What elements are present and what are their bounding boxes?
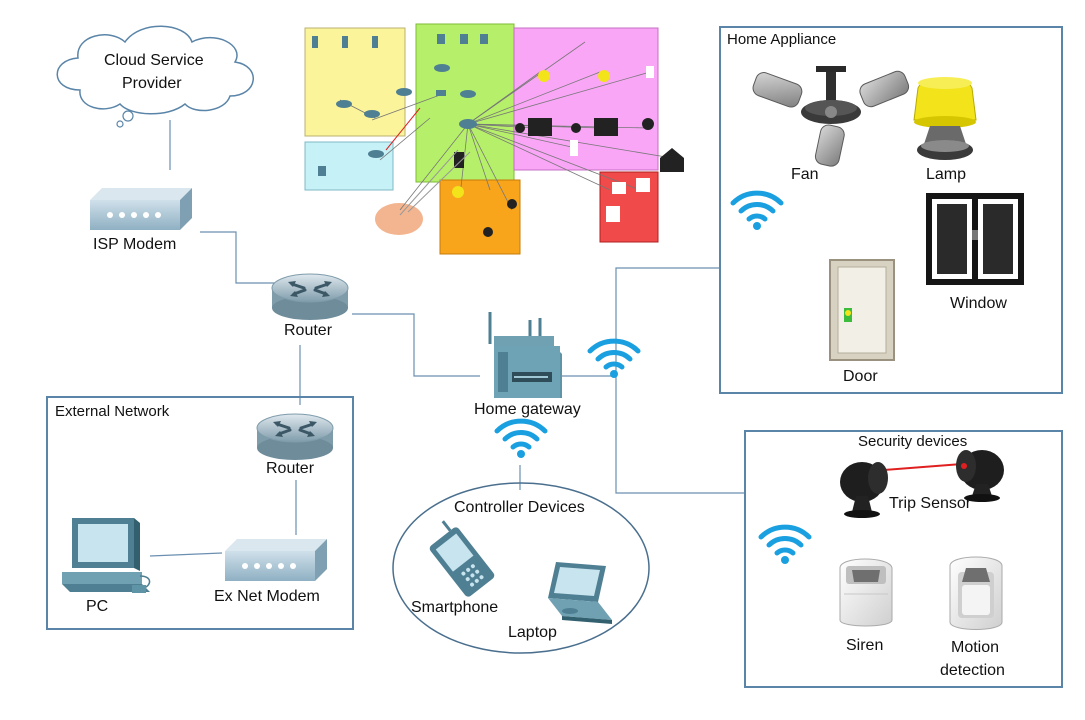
lamp-icon	[913, 77, 977, 160]
trip-sensor-label: Trip Sensor	[889, 495, 972, 512]
cloud-label-line2: Provider	[122, 75, 182, 92]
door-icon	[829, 259, 895, 361]
home-gateway-icon	[488, 312, 562, 398]
link-pc-modem	[149, 552, 223, 557]
door-label: Door	[843, 368, 878, 385]
connection-lines	[149, 120, 745, 557]
cloud-label-line1: Cloud Service	[104, 52, 204, 69]
trip-sensor-icon	[840, 450, 1004, 518]
wifi-icon	[590, 341, 638, 378]
ext-router-label: Router	[266, 460, 315, 477]
ex-net-modem-label: Ex Net Modem	[214, 588, 320, 605]
home-gateway-label: Home gateway	[474, 401, 581, 418]
window-icon	[926, 193, 1024, 285]
laptop-label: Laptop	[508, 624, 557, 641]
wifi-icon	[497, 421, 545, 458]
home-appliance-title: Home Appliance	[727, 31, 837, 48]
link-router-gateway	[352, 313, 480, 377]
smartphone-label: Smartphone	[411, 599, 499, 616]
home-appliance-box	[719, 26, 1063, 394]
siren-label: Siren	[846, 637, 884, 654]
siren-icon	[839, 558, 893, 627]
pc-label: PC	[86, 598, 109, 615]
fan-label: Fan	[791, 166, 819, 183]
link-isp-router	[200, 231, 290, 284]
pc-icon	[62, 518, 151, 593]
motion-label-line1: Motion	[951, 639, 1000, 656]
cloud-icon	[56, 25, 254, 128]
external-network-title: External Network	[55, 403, 170, 420]
embedded-network-snapshot	[304, 23, 684, 255]
isp-modem-icon	[90, 188, 192, 230]
lamp-label: Lamp	[926, 166, 967, 183]
laptop-icon	[548, 562, 612, 624]
link-gateway-security	[615, 376, 745, 494]
motion-label-line2: detection	[940, 662, 1005, 679]
smartphone-icon	[429, 520, 495, 597]
window-label: Window	[950, 295, 1007, 312]
security-devices-title: Security devices	[858, 433, 968, 450]
security-devices-box	[744, 430, 1063, 688]
external-network-box	[46, 396, 354, 630]
controller-devices-group	[392, 482, 650, 654]
fan-icon	[752, 66, 910, 167]
router-icon	[270, 272, 350, 322]
isp-modem-label: ISP Modem	[93, 236, 177, 253]
link-gateway-appliance	[562, 267, 720, 377]
controller-devices-title: Controller Devices	[454, 499, 585, 516]
motion-detector-icon	[949, 556, 1003, 630]
router-label: Router	[284, 322, 333, 339]
